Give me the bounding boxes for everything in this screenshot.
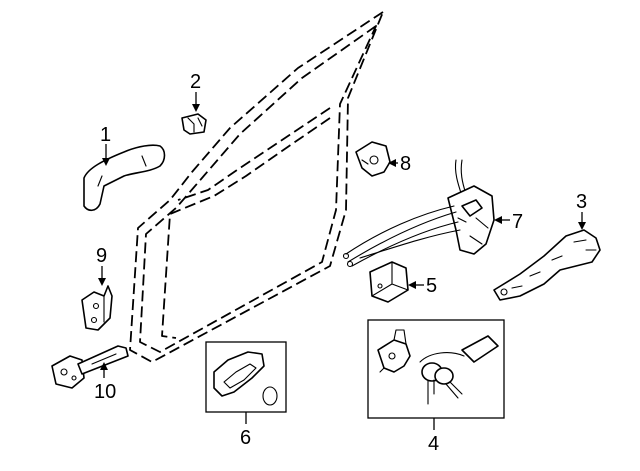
callout-4: 4	[428, 418, 439, 455]
callout-8: 8	[388, 153, 411, 175]
callout-10: 10	[94, 362, 116, 403]
lock-housing	[369, 261, 409, 303]
callout-number-4: 4	[428, 433, 439, 455]
callout-1: 1	[100, 124, 111, 166]
door-check	[51, 345, 129, 389]
inside-handle-box	[205, 341, 287, 413]
callout-number-7: 7	[512, 211, 523, 233]
callout-number-10: 10	[94, 381, 116, 403]
lock-cylinder-and-keys-box	[367, 319, 505, 419]
callout-number-5: 5	[426, 275, 437, 297]
callout-number-6: 6	[240, 427, 251, 449]
callout-number-2: 2	[190, 71, 201, 93]
callout-9: 9	[96, 245, 107, 286]
door-outline	[129, 11, 384, 363]
striker-plate	[355, 141, 391, 177]
callout-number-3: 3	[576, 191, 587, 213]
callout-5: 5	[408, 275, 437, 297]
callout-number-9: 9	[96, 245, 107, 267]
callout-7: 7	[494, 211, 523, 233]
callout-2: 2	[190, 71, 201, 112]
callout-3: 3	[576, 191, 587, 230]
outside-handle	[83, 144, 166, 212]
handle-cap	[181, 113, 207, 135]
callout-6: 6	[240, 412, 251, 449]
door-hinge	[81, 285, 113, 331]
door-lock-actuator	[342, 159, 495, 268]
handle-bracket	[493, 229, 601, 301]
callout-number-8: 8	[400, 153, 411, 175]
callout-number-1: 1	[100, 124, 111, 146]
